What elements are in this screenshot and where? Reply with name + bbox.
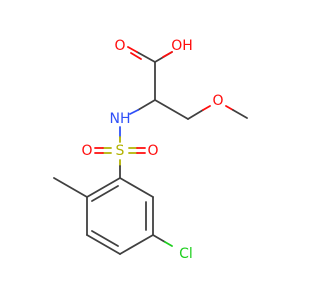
ring-bond-3-inner bbox=[91, 230, 119, 247]
ring-bond-1 bbox=[86, 177, 121, 198]
bond-o-ch3-c bbox=[232, 109, 248, 119]
ring-bond-4 bbox=[119, 234, 154, 255]
bond-calpha-ch2 bbox=[154, 99, 189, 120]
sulfonyl-oxygen-left-label: O bbox=[81, 143, 92, 159]
bond-c-oh-red bbox=[162, 51, 173, 58]
bond-calpha-n bbox=[137, 99, 156, 111]
ether-oxygen-label: O bbox=[212, 93, 223, 109]
bond-ring-cl bbox=[152, 234, 166, 243]
bond-c-o-double-2 bbox=[130, 52, 142, 60]
ring-bond-1-inner bbox=[91, 185, 119, 202]
hydroxyl-label: OH bbox=[171, 38, 193, 54]
amine-label: NH bbox=[110, 111, 131, 127]
bond-c-o-double-1-red bbox=[127, 46, 138, 53]
sulfonyl-oxygen-right-label: O bbox=[147, 143, 158, 159]
bond-o-ch3 bbox=[225, 105, 234, 111]
bond-ch2-o-red bbox=[202, 105, 211, 111]
bond-ch2-o bbox=[187, 109, 204, 120]
bond-ring-methyl bbox=[53, 177, 88, 198]
sulfur-label: S bbox=[116, 143, 125, 159]
ring-bond-6 bbox=[119, 177, 154, 198]
bond-ring-cl-green bbox=[164, 241, 173, 247]
structure-diagram: OH O NH O S O O Cl bbox=[53, 38, 248, 262]
carbonyl-oxygen-label: O bbox=[114, 38, 125, 54]
bond-calpha-n-blue bbox=[129, 109, 139, 115]
chloro-label: Cl bbox=[179, 246, 193, 262]
bond-c-o-double-1 bbox=[136, 51, 156, 63]
ring-bond-3 bbox=[86, 234, 121, 255]
